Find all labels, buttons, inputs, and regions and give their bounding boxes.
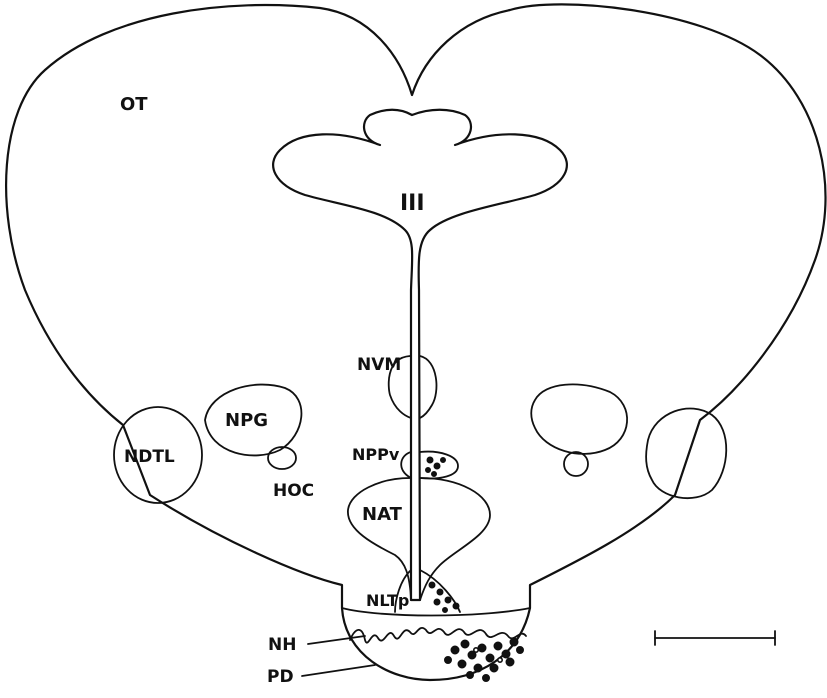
third-ventricle (273, 110, 567, 600)
label-hoc: HOC (273, 481, 314, 501)
label-ot: OT (120, 94, 148, 115)
label-nvm: NVM (357, 355, 401, 375)
label-nh: NH (268, 635, 296, 655)
label-third-ventricle: III (400, 191, 425, 216)
label-npg: NPG (225, 410, 268, 431)
hoc-nucleus (268, 447, 296, 469)
label-nppv: NPPv (352, 445, 400, 464)
nppv-nucleus-left (401, 452, 411, 478)
label-ndtl: NDTL (124, 447, 175, 467)
pd-cell-dots (445, 638, 524, 682)
npg-nucleus-right (531, 384, 627, 453)
nat-nucleus-right (420, 478, 490, 600)
scale-bar (655, 631, 775, 645)
ndtl-nucleus-right (646, 408, 726, 498)
nppv-cell-dots (426, 457, 446, 477)
neurohypophysis-interdigitations (350, 628, 526, 643)
hoc-nucleus-right (564, 452, 588, 476)
nvm-nucleus-right (420, 356, 436, 418)
label-pd: PD (267, 667, 294, 687)
nh-leader-line (308, 636, 365, 644)
label-nltp: NLTp (366, 591, 409, 610)
label-nat: NAT (362, 504, 403, 525)
nltp-cell-dots (429, 582, 459, 613)
pd-leader-line (302, 665, 375, 676)
